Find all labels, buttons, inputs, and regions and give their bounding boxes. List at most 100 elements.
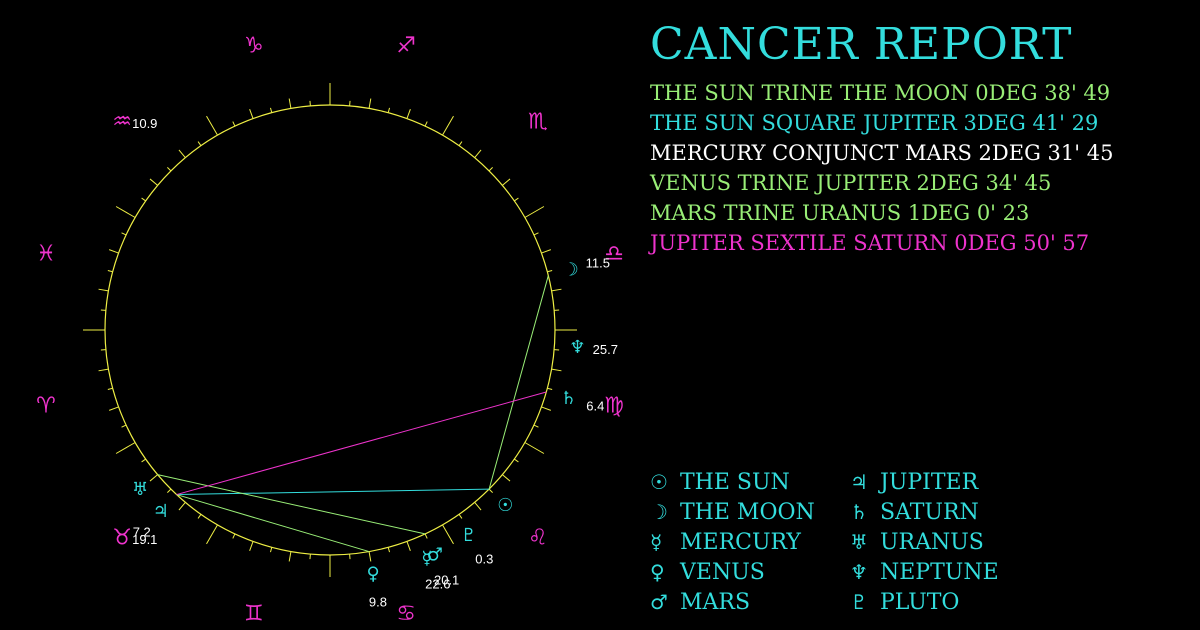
aspect-item: MERCURY CONJUNCT MARS 2DEG 31' 45 (650, 141, 1114, 165)
degree-tick (514, 197, 519, 202)
mercury-icon: ☿ (650, 530, 663, 554)
degree-tick (249, 541, 254, 551)
sign-cusp-tick (115, 206, 136, 218)
legend-item-mars: ♂ MARS (650, 587, 850, 617)
degree-tick (406, 541, 411, 551)
degree-tick (547, 387, 553, 391)
virgo-sign-icon: ♍ (604, 394, 624, 419)
degree-tick (502, 178, 511, 186)
degree-tick (551, 288, 562, 292)
degree-tick (474, 149, 482, 158)
legend-item-uranus: ♅ URANUS (850, 527, 1050, 557)
sign-cusp-tick (206, 524, 218, 545)
sun-icon: ☉ (650, 470, 668, 494)
degree-tick (387, 107, 391, 113)
mars-icon: ♂ (427, 544, 443, 565)
degree-tick (98, 288, 109, 292)
degree-tick (269, 107, 273, 113)
aspect-list: THE SUN TRINE THE MOON 0DEG 38' 49 THE S… (650, 78, 1113, 258)
aspect-line-jupiter-saturn (176, 391, 547, 496)
sun-icon: ☉ (497, 495, 513, 516)
degree-tick (107, 387, 113, 391)
sign-cusp-tick (524, 442, 545, 454)
aspect-line-sun-moon (488, 275, 549, 490)
legend-label: MERCURY (680, 529, 801, 555)
degree-tick (406, 109, 411, 119)
degree-tick (502, 474, 511, 482)
taurus-sign-icon: ♉ (112, 525, 132, 550)
legend-item-pluto: ♇ PLUTO (850, 587, 1050, 617)
degree-tick (387, 547, 391, 553)
degree-tick (368, 551, 372, 562)
gemini-sign-icon: ♊ (244, 601, 264, 626)
venus-degree-label: 9.8 (369, 594, 387, 609)
pluto-icon: ♇ (461, 525, 477, 546)
degree-tick (551, 368, 562, 372)
degree-tick (178, 149, 186, 158)
mars-icon: ♂ (650, 590, 668, 614)
sign-cusp-tick (206, 115, 218, 136)
aspect-item: THE SUN TRINE THE MOON 0DEG 38' 49 (650, 81, 1111, 105)
sign-degree-label: 10.9 (132, 116, 157, 131)
degree-tick (141, 458, 146, 463)
pluto-icon: ♇ (850, 590, 868, 614)
legend-label: SATURN (880, 499, 979, 525)
jupiter-icon: ♃ (153, 501, 169, 522)
degree-tick (474, 502, 482, 511)
degree-tick (98, 368, 109, 372)
neptune-icon: ♆ (569, 337, 585, 358)
aspect-line-venus-jupiter (176, 494, 370, 553)
aquarius-sign-icon: ♒ (112, 110, 132, 135)
pisces-sign-icon: ♓ (36, 241, 56, 266)
cancer-sign-icon: ♋ (396, 601, 416, 626)
degree-tick (424, 533, 428, 539)
degree-tick (424, 121, 428, 127)
legend-item-jupiter: ♃JUPITER (850, 467, 1050, 497)
legend-label: THE SUN (680, 469, 790, 495)
uranus-icon: ♅ (850, 530, 868, 554)
mars-degree-label: 20.1 (434, 573, 459, 588)
degree-tick (533, 232, 539, 236)
aspect-item: MARS TRINE URANUS 1DEG 0' 23 (650, 201, 1030, 225)
legend-item-venus: ♀VENUS (650, 557, 850, 587)
degree-tick (488, 488, 493, 493)
legend-label: PLUTO (880, 589, 960, 615)
degree-tick (288, 98, 292, 109)
degree-tick (197, 141, 202, 146)
degree-tick (167, 167, 172, 172)
aspect-item: JUPITER SEXTILE SATURN 0DEG 50' 57 (650, 231, 1090, 255)
legend-label: URANUS (880, 529, 984, 555)
saturn-icon: ♄ (850, 500, 868, 524)
legend-item-moon: ☽THE MOON (650, 497, 850, 527)
sign-cusp-tick (442, 524, 454, 545)
degree-tick (368, 98, 372, 109)
degree-tick (121, 424, 127, 428)
degree-tick (178, 502, 186, 511)
aspect-line-sun-jupiter (176, 488, 490, 496)
degree-tick (541, 249, 551, 254)
legend-item-sun: ☉ THE SUN (650, 467, 850, 497)
legend-label: MARS (680, 589, 751, 615)
moon-icon: ☽ (563, 260, 579, 281)
degree-tick (149, 178, 158, 186)
mercury-degree-label: 22.6 (425, 577, 450, 592)
capricorn-sign-icon: ♑ (244, 34, 264, 59)
planet-legend: ☉ THE SUN ♃JUPITER ☽THE MOON ♄ SATURN ☿ MER… (650, 467, 1050, 617)
degree-tick (458, 514, 463, 519)
degree-tick (141, 197, 146, 202)
venus-icon: ♀ (366, 564, 379, 585)
sign-cusp-tick (524, 206, 545, 218)
moon-icon: ☽ (650, 500, 668, 524)
neptune-degree-label: 25.7 (593, 342, 618, 357)
degree-tick (232, 121, 236, 127)
aspect-line-mars-uranus (157, 474, 426, 535)
degree-tick (488, 167, 493, 172)
moon-degree-label: 11.5 (586, 256, 610, 271)
venus-icon: ♀ (650, 560, 665, 584)
uranus-icon: ♅ (132, 479, 148, 500)
degree-tick (533, 424, 539, 428)
jupiter-icon: ♃ (850, 470, 868, 494)
degree-tick (107, 269, 113, 273)
saturn-icon: ♄ (560, 388, 576, 409)
degree-tick (121, 232, 127, 236)
